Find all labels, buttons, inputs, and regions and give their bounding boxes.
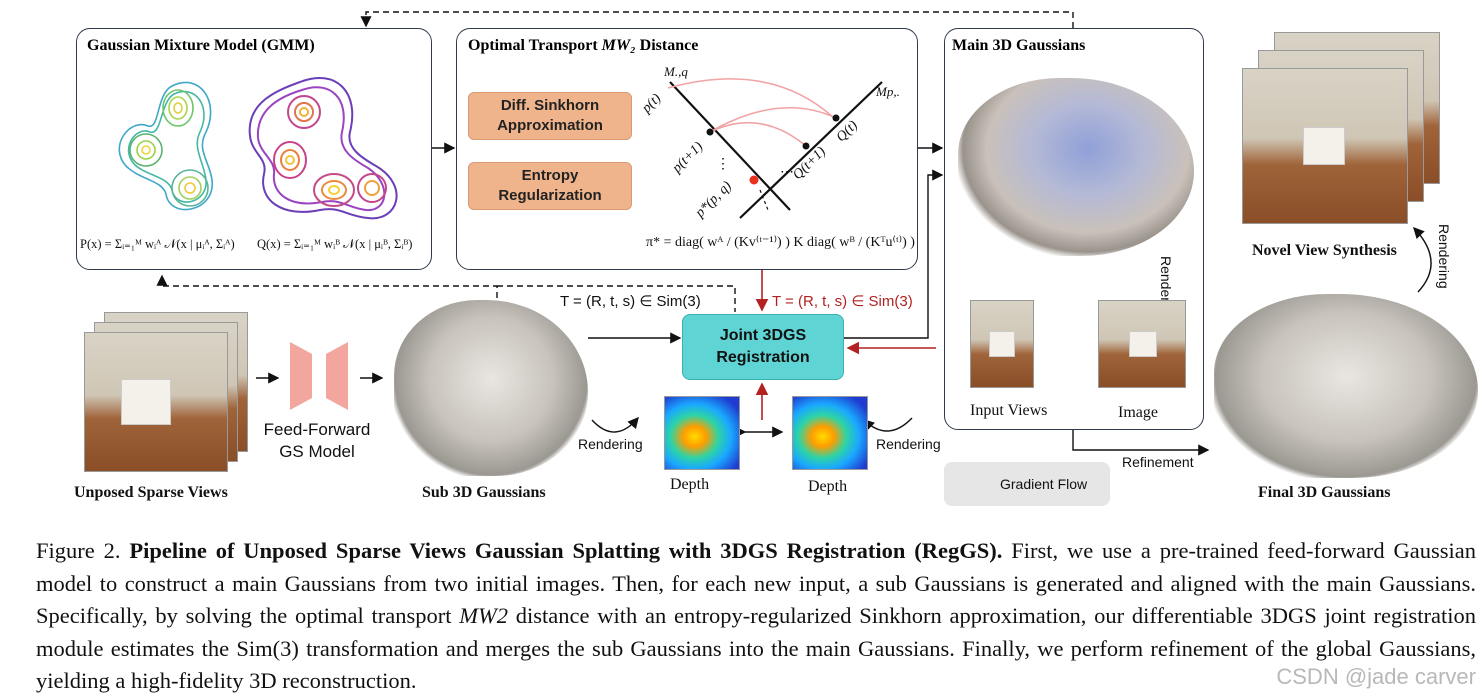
caption-bold: Pipeline of Unposed Sparse Views Gaussia… (129, 538, 1003, 563)
caption-fig: Figure 2. (36, 538, 121, 563)
depth-map-right (792, 396, 868, 470)
caption-math-1: MW2 (459, 603, 508, 628)
ot-diagram: ⋮ ⋯ (667, 78, 883, 219)
rendered-image-thumb (1098, 300, 1186, 388)
watermark: CSDN @jade carver (1276, 664, 1476, 689)
ot-panel (456, 28, 918, 270)
joint-registration-box: Joint 3DGS Registration (682, 314, 844, 380)
figure-caption: Figure 2. Pipeline of Unposed Sparse Vie… (36, 535, 1476, 698)
sinkhorn-box: Diff. Sinkhorn Approximation (468, 92, 632, 140)
pipeline-figure: Gaussian Mixture Model (GMM) (74, 11, 1478, 506)
novel-view-label: Novel View Synthesis (1252, 242, 1397, 259)
refinement-label: Refinement (1122, 454, 1194, 470)
gmm-formula-p: P(x) = Σᵢ₌₁ᴹ wᵢᴬ 𝒩(x | μᵢᴬ, Σᵢᴬ) (80, 237, 235, 251)
joint-reg-line2: Registration (716, 349, 810, 366)
caption-text-1: First, we use a pre-trained feed-forward… (36, 538, 1477, 628)
final-gaussians-render (1214, 294, 1478, 478)
ff-model-icon (290, 342, 348, 410)
unposed-label: Unposed Sparse Views (74, 484, 228, 501)
entropy-box: Entropy Regularization (468, 162, 632, 210)
axis-m-label: M.,q (664, 64, 688, 79)
sparse-view-1 (84, 332, 228, 472)
ff-model-line2: GS Model (279, 442, 355, 461)
main3d-title: Main 3D Gaussians (952, 37, 1086, 54)
image-label: Image (1118, 404, 1158, 421)
rendering-left-label: Rendering (578, 436, 643, 452)
final3d-label: Final 3D Gaussians (1258, 484, 1391, 501)
gmm-formula-q: Q(x) = Σᵢ₌₁ᴹ wᵢᴮ 𝒩(x | μᵢᴮ, Σᵢᴮ) (257, 237, 413, 251)
caption-text-2: distance with an entropy-regularized Sin… (36, 603, 1476, 661)
caption-text-3: transformation and merges the sub Gaussi… (36, 635, 1476, 694)
main-gaussians-render (958, 78, 1194, 256)
ot-title: Optimal Transport MW₂ Distance (468, 37, 699, 54)
joint-reg-line1: Joint 3DGS (719, 327, 807, 345)
input-views-label: Input Views (970, 402, 1048, 419)
gmm-contours (118, 77, 398, 220)
sub-gaussians-render (394, 300, 588, 476)
connector-arrows (156, 11, 1432, 491)
novel-view-1 (1242, 68, 1408, 224)
sub3d-label: Sub 3D Gaussians (422, 484, 546, 501)
gradient-flow-legend (944, 462, 1110, 506)
svg-text:⋯: ⋯ (780, 165, 794, 180)
transform-label-black: T = (R, t, s) ∈ Sim(3) (560, 293, 701, 310)
transform-label-red: T = (R, t, s) ∈ Sim(3) (772, 293, 913, 310)
caption-math-2: Sim(3) (236, 635, 299, 661)
gradient-flow-label: Gradient Flow (1000, 476, 1088, 492)
depth-right-label: Depth (808, 478, 848, 495)
depth-left-label: Depth (670, 476, 710, 493)
depth-map-left (664, 396, 740, 470)
svg-text:⋮: ⋮ (716, 157, 730, 172)
axis-mp-label: Mp,. (876, 84, 900, 99)
gmm-title: Gaussian Mixture Model (GMM) (87, 37, 315, 54)
input-view-thumb (970, 300, 1034, 388)
ff-model-line1: Feed-Forward (263, 420, 371, 439)
rendering-right-label: Rendering (876, 436, 941, 452)
pi-formula: π* = diag( wᴬ / (Kv⁽ᵗ⁻¹⁾) ) K diag( wᴮ /… (646, 235, 915, 250)
novel-rendering-label: Rendering (1436, 224, 1452, 289)
